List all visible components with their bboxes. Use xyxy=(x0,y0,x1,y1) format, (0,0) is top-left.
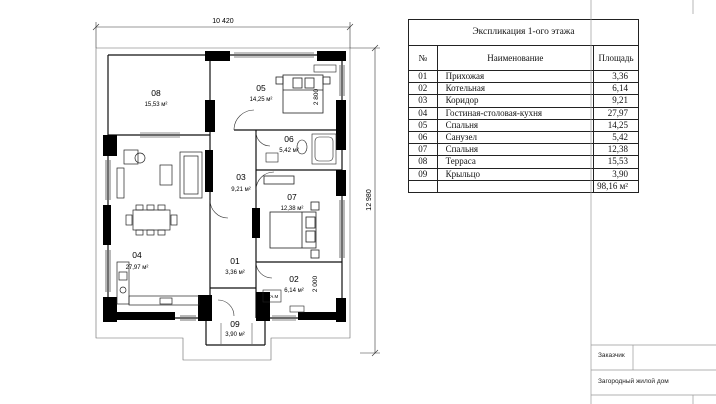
room-09-area: 3,90 м² xyxy=(225,332,244,338)
room-06-area: 5,42 м² xyxy=(279,148,298,154)
header-num: № xyxy=(408,45,438,71)
room-09-number: 09 xyxy=(230,319,240,329)
room-03-number: 03 xyxy=(236,172,246,182)
table-total-row: 98,16 м² xyxy=(408,179,639,193)
project-name: Загородный жилой дом xyxy=(598,378,669,385)
bathroom-fixtures xyxy=(265,133,337,165)
dim-bedroom-05: 2 800 xyxy=(313,88,320,105)
site-outline xyxy=(95,47,351,361)
wardrobe-05 xyxy=(313,64,337,73)
room-02-area: 6,14 м² xyxy=(284,288,303,294)
room-05-area: 14,25 м² xyxy=(250,97,273,103)
room-08-area: 15,53 м² xyxy=(145,102,168,108)
room-02-number: 02 xyxy=(289,274,299,284)
client-label: Заказчик xyxy=(598,352,625,359)
room-01-number: 01 xyxy=(230,256,240,266)
dimension-width-label: 10 420 xyxy=(212,18,234,25)
dimension-height xyxy=(350,44,380,357)
room-04-number: 04 xyxy=(132,250,142,260)
room-05-number: 05 xyxy=(256,83,266,93)
room-07-number: 07 xyxy=(287,192,297,202)
wall-blocks xyxy=(103,51,346,322)
room-labels: 08 15,53 м² 05 14,25 м² 06 5,42 м² 03 9,… xyxy=(126,83,320,338)
explication-table: Экспликация 1-ого этажа № Наименование П… xyxy=(408,19,639,193)
porch-steps xyxy=(220,323,253,344)
floor-plan: 10 420 12 980 xyxy=(92,18,380,361)
windows xyxy=(105,52,345,321)
room-08-number: 08 xyxy=(151,88,161,98)
bed-07 xyxy=(263,175,320,259)
living-furniture xyxy=(116,149,203,306)
terrace-door xyxy=(140,132,180,138)
room-06-number: 06 xyxy=(284,134,294,144)
room-01-area: 3,36 м² xyxy=(225,270,244,276)
bed-05 xyxy=(275,74,331,114)
dim-boiler: 2 000 xyxy=(312,275,319,292)
boiler-label: Сч.М xyxy=(268,294,279,299)
room-04-area: 27,97 м² xyxy=(126,265,149,271)
table-total: 98,16 м² xyxy=(593,179,639,193)
dimension-height-label: 12 980 xyxy=(366,189,373,211)
room-03-area: 9,21 м² xyxy=(231,187,250,193)
table-row: 09 Крыльцо 3,90 xyxy=(408,167,639,181)
doors xyxy=(209,109,275,317)
table-row: 02 Котельная 6,14 xyxy=(408,82,639,96)
room-07-area: 12,38 м² xyxy=(281,206,304,212)
boiler-fixtures xyxy=(262,289,305,313)
dimension-width xyxy=(92,22,354,48)
